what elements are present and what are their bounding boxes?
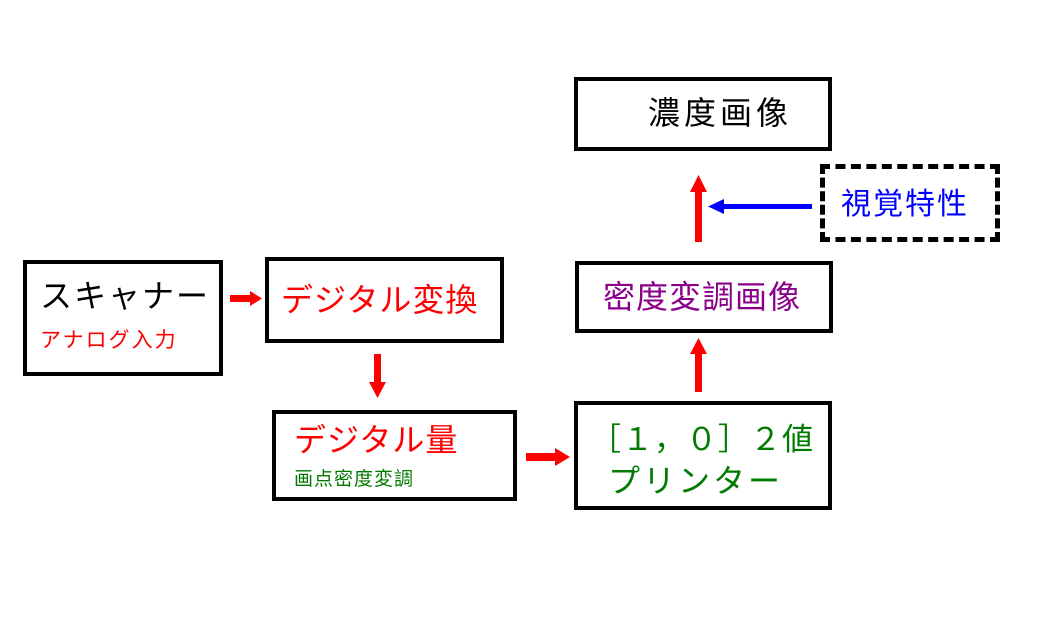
scanner-subtitle: アナログ入力 xyxy=(40,328,178,352)
arrow-visual-to-flow xyxy=(708,199,812,214)
digital-quantity-title: デジタル量 xyxy=(294,421,459,459)
visual-characteristics-box xyxy=(820,164,1000,242)
digital-quantity-subtitle: 画点密度変調 xyxy=(294,468,415,490)
arrow-conversion-to-quantity xyxy=(369,354,386,398)
density-image-box xyxy=(574,77,832,151)
binary-printer-title: ［１，０］２値 xyxy=(590,422,814,458)
arrow-scanner-to-conversion xyxy=(230,291,262,306)
digital-quantity-box xyxy=(272,410,517,501)
visual-characteristics-title: 視覚特性 xyxy=(841,187,969,222)
digital-conversion-title: デジタル変換 xyxy=(281,281,479,319)
arrow-modulated-to-density xyxy=(690,175,707,242)
density-modulated-image-title: 密度変調画像 xyxy=(603,278,802,316)
density-modulated-image-box xyxy=(575,261,833,333)
scanner-title: スキャナー xyxy=(40,277,211,315)
digital-conversion-box xyxy=(265,257,504,343)
scanner-box xyxy=(23,260,223,376)
density-image-title: 濃度画像 xyxy=(648,94,793,132)
arrow-quantity-to-printer xyxy=(526,448,570,466)
binary-printer-subtitle: プリンター xyxy=(608,462,784,500)
arrow-printer-to-modulated xyxy=(690,338,707,392)
binary-printer-box xyxy=(574,401,832,510)
